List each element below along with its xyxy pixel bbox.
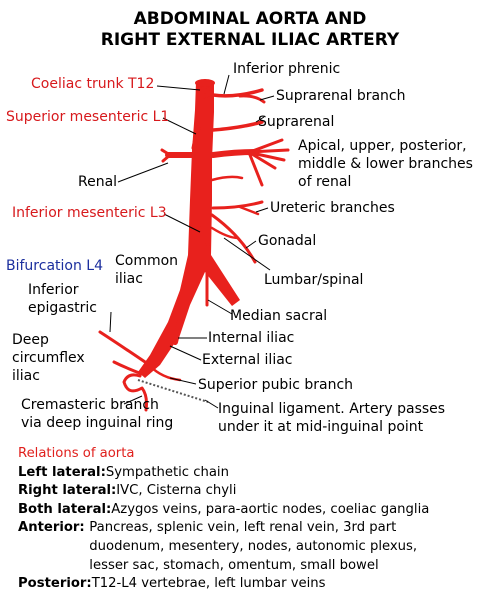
label-inguinal-2: under it at mid-inguinal point bbox=[218, 419, 424, 435]
renal-branches bbox=[248, 138, 290, 187]
label-bifurcation: Bifurcation L4 bbox=[6, 258, 103, 274]
inferior-epigastric-artery bbox=[98, 330, 150, 366]
relation-value: T12-L4 vertebrae, left lumbar veins bbox=[91, 576, 326, 592]
title-line-2: RIGHT EXTERNAL ILIAC ARTERY bbox=[101, 30, 400, 50]
label-common-iliac-1: Common bbox=[115, 253, 178, 269]
relation-key: Anterior: bbox=[18, 520, 90, 536]
ureteric-artery-2 bbox=[238, 205, 260, 216]
label-suprarenal-branch: Suprarenal branch bbox=[276, 88, 406, 104]
relation-both-lateral: Both lateral: Azygos veins, para-aortic … bbox=[18, 501, 493, 520]
label-deep-circumflex-2: circumflex bbox=[12, 350, 85, 366]
label-suprarenal: Suprarenal bbox=[258, 114, 334, 130]
label-renal: Renal bbox=[78, 174, 117, 190]
label-deep-circumflex-1: Deep bbox=[12, 332, 49, 348]
label-renal-branches-2: middle & lower branches bbox=[298, 156, 473, 172]
artery-drawing bbox=[98, 79, 290, 412]
label-cremasteric-1: Cremasteric branch bbox=[21, 397, 159, 413]
label-inguinal-1: Inguinal ligament. Artery passes bbox=[218, 401, 445, 417]
relation-value: IVC, Cisterna chyli bbox=[116, 483, 237, 499]
label-superior-mesenteric: Superior mesenteric L1 bbox=[6, 109, 169, 125]
label-cremasteric-2: via deep inguinal ring bbox=[21, 415, 173, 431]
label-gonadal: Gonadal bbox=[258, 233, 316, 249]
label-common-iliac-2: iliac bbox=[115, 271, 143, 287]
label-coeliac-trunk: Coeliac trunk T12 bbox=[31, 76, 154, 92]
suprarenal-branch-artery bbox=[238, 94, 266, 104]
aorta-top bbox=[195, 79, 215, 87]
label-superior-pubic: Superior pubic branch bbox=[198, 377, 353, 393]
relation-anterior: Anterior: Pancreas, splenic vein, left r… bbox=[18, 519, 493, 575]
relation-left-lateral: Left lateral: Sympathetic chain bbox=[18, 464, 493, 483]
relation-key: Left lateral: bbox=[18, 464, 106, 480]
relation-posterior: Posterior: T12-L4 vertebrae, left lumbar… bbox=[18, 575, 493, 594]
label-lumbar: Lumbar/spinal bbox=[264, 272, 363, 288]
inf-mesenteric-artery bbox=[197, 226, 210, 246]
relation-key: Right lateral: bbox=[18, 483, 117, 499]
label-inferior-mesenteric: Inferior mesenteric L3 bbox=[12, 205, 167, 221]
relation-key: Posterior: bbox=[18, 576, 92, 592]
relation-value: Sympathetic chain bbox=[105, 464, 229, 480]
coeliac-trunk bbox=[197, 88, 214, 99]
relation-value: Pancreas, splenic vein, left renal vein,… bbox=[89, 520, 418, 573]
label-deep-circumflex-3: iliac bbox=[12, 368, 40, 384]
lumbar-arteries bbox=[210, 175, 244, 240]
label-internal-iliac: Internal iliac bbox=[208, 330, 294, 346]
suprarenal-artery bbox=[211, 120, 264, 132]
cremasteric-artery bbox=[122, 373, 148, 412]
leader-lines bbox=[109, 74, 275, 409]
relation-right-lateral: Right lateral: IVC, Cisterna chyli bbox=[18, 482, 493, 501]
label-renal-branches-3: of renal bbox=[298, 174, 351, 190]
title-line-1: ABDOMINAL AORTA AND bbox=[134, 9, 367, 29]
inguinal-ligament bbox=[137, 379, 209, 403]
label-inferior-phrenic: Inferior phrenic bbox=[233, 61, 340, 77]
relations-of-aorta: Relations of aorta Left lateral: Sympath… bbox=[18, 445, 493, 594]
label-median-sacral: Median sacral bbox=[230, 308, 327, 324]
deep-circumflex-iliac-artery bbox=[112, 360, 144, 376]
relations-heading: Relations of aorta bbox=[18, 446, 135, 461]
abdominal-aorta bbox=[138, 82, 240, 378]
sup-mesenteric-artery bbox=[191, 125, 201, 151]
coeliac-branches bbox=[196, 84, 214, 94]
relation-value: Azygos veins, para-aortic nodes, coeliac… bbox=[111, 501, 430, 517]
inferior-phrenic-artery bbox=[211, 88, 264, 98]
internal-iliac-artery bbox=[172, 319, 183, 345]
label-inferior-epigastric-1: Inferior bbox=[28, 282, 79, 298]
renal-left-end bbox=[160, 148, 172, 163]
label-ureteric: Ureteric branches bbox=[270, 200, 395, 216]
relation-key: Both lateral: bbox=[18, 501, 112, 517]
label-inferior-epigastric-2: epigastric bbox=[28, 300, 97, 316]
label-renal-branches-1: Apical, upper, posterior, bbox=[298, 138, 467, 154]
label-external-iliac: External iliac bbox=[202, 352, 292, 368]
ureteric-artery bbox=[211, 200, 264, 210]
